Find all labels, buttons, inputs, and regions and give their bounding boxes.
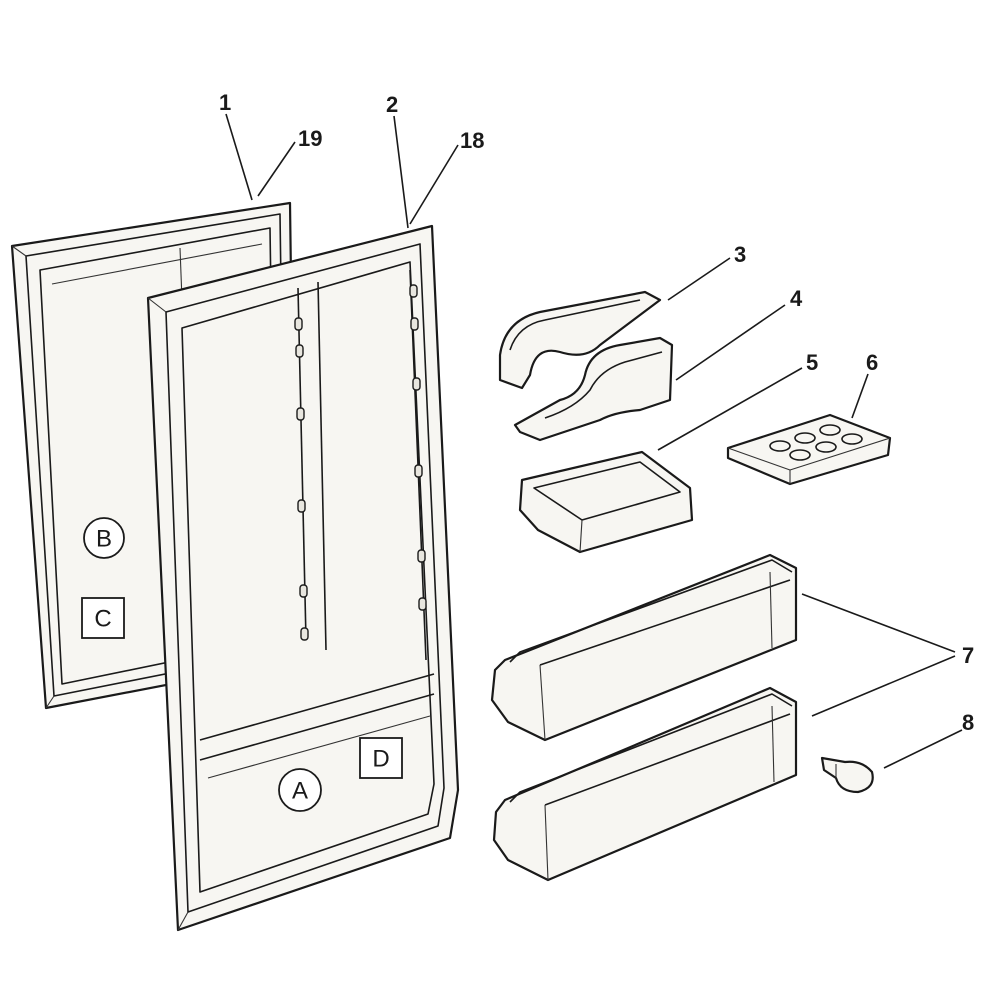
part-7-upper-door-shelf [490, 553, 798, 742]
marker-b-text: B [96, 526, 112, 553]
callout-6: 6 [866, 350, 878, 375]
part-7-lower-door-shelf [492, 686, 798, 882]
marker-a-text: A [292, 778, 308, 805]
callout-8: 8 [962, 710, 974, 735]
callout-1: 1 [219, 90, 231, 115]
marker-d: D [359, 737, 403, 779]
leader-lines [225, 113, 963, 769]
part-2-fridge-door [146, 224, 460, 932]
callout-3: 3 [734, 242, 746, 267]
marker-d-text: D [372, 746, 389, 773]
callout-4: 4 [790, 286, 803, 311]
marker-a: A [278, 768, 322, 812]
callout-7: 7 [962, 643, 974, 668]
callout-2: 2 [386, 92, 398, 117]
callout-19: 19 [298, 126, 322, 151]
marker-b: B [83, 517, 125, 559]
marker-c: C [81, 597, 125, 639]
marker-c-text: C [94, 606, 111, 633]
part-4-egg-tray [513, 336, 674, 442]
callout-18: 18 [460, 128, 484, 153]
part-8-door-plug [820, 756, 874, 794]
callout-5: 5 [806, 350, 818, 375]
part-5-dairy-box [518, 450, 694, 554]
callout-labels: 1 19 2 18 3 4 5 6 7 8 [219, 90, 974, 735]
part-6-egg-holder [726, 413, 892, 486]
part-3-egg-tray-cover [498, 290, 662, 390]
